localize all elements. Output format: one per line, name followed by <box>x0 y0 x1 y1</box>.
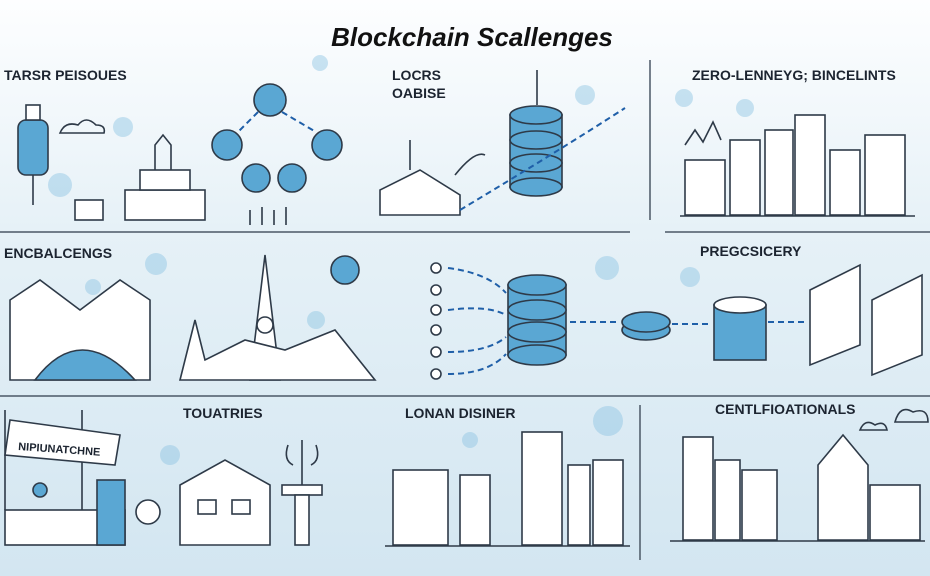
city-skyline-illustration <box>680 114 915 217</box>
panel-label-middle-left: ENCBALCENGS <box>4 245 112 261</box>
panel-label-top-middle-2: OABISE <box>392 85 446 101</box>
data-flow-illustration <box>430 262 567 380</box>
house-and-pillar-illustration <box>179 440 323 546</box>
lab-flask-illustration <box>17 104 106 205</box>
decorative-bubbles <box>48 55 754 465</box>
banner-illustration: NIPIUNATCHNE <box>4 410 161 546</box>
stadium-illustration <box>9 279 151 381</box>
tower-illustration <box>178 254 377 381</box>
page-title: Blockchain Scallenges <box>331 22 613 52</box>
panel-label-top-middle-1: LOCRS <box>392 67 441 83</box>
privacy-pipeline-illustration <box>570 263 923 377</box>
banner-text: NIPIUNATCHNE <box>18 441 101 459</box>
panel-label-bottom-right: CENTLFIOATIONALS <box>715 401 856 417</box>
panel-label-middle-right: PREGCSICERY <box>700 243 802 259</box>
panel-label-top-left: TARSR PEISOUES <box>4 67 127 83</box>
panel-label-bottom-left: TOUATRIES <box>183 405 263 421</box>
factory-illustration <box>379 140 486 216</box>
building-illustration <box>74 133 206 221</box>
dividers <box>0 60 930 560</box>
dashed-arrow <box>459 107 626 211</box>
database-icon <box>509 70 563 197</box>
panel-label-bottom-middle: LONAN DISINER <box>405 405 515 421</box>
network-icons <box>211 83 343 225</box>
office-buildings-illustration <box>385 431 630 547</box>
town-illustration <box>670 408 929 542</box>
panel-label-top-right: ZERO-LENNEYG; BINCELINTS <box>692 67 896 83</box>
